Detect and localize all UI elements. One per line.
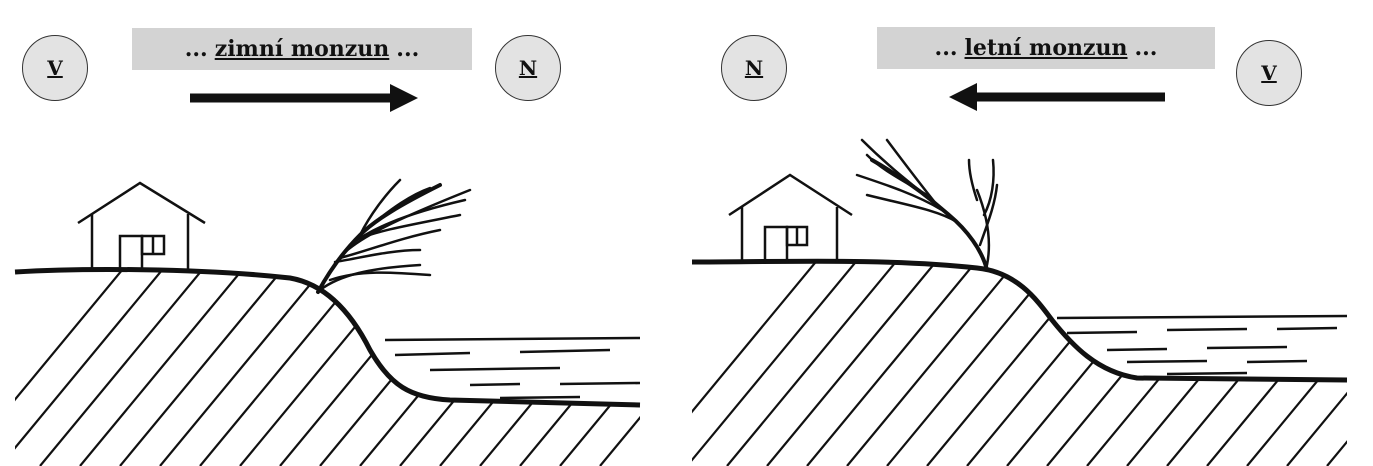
tree-bent-inland xyxy=(857,140,997,270)
coastline xyxy=(15,270,640,405)
banner-dots-before: ... xyxy=(185,36,208,62)
house xyxy=(729,175,852,262)
tree-bent-seaward xyxy=(318,180,470,292)
land-hatching xyxy=(0,200,686,466)
origin-label: V xyxy=(47,56,63,80)
monsoon-banner: ... zimní monzun ... xyxy=(132,28,472,70)
land-hatching xyxy=(687,200,1373,466)
origin-circle: V xyxy=(22,35,88,101)
destination-circle: N xyxy=(721,35,787,101)
destination-circle: N xyxy=(495,35,561,101)
wind-arrow-left xyxy=(949,83,1165,111)
destination-label: N xyxy=(745,56,763,80)
winter-monsoon-panel: V ... zimní monzun ... N xyxy=(0,0,686,466)
banner-dots-after: ... xyxy=(396,36,419,62)
monsoon-banner: ... letní monzun ... xyxy=(877,27,1215,69)
banner-dots-before: ... xyxy=(935,35,958,61)
banner-title: zimní monzun xyxy=(215,36,390,62)
sea-waves xyxy=(385,338,640,398)
banner-title: letní monzun xyxy=(965,35,1128,61)
destination-label: N xyxy=(519,56,537,80)
summer-monsoon-panel: N ... letní monzun ... V xyxy=(687,0,1373,466)
origin-circle: V xyxy=(1236,40,1302,106)
banner-dots-after: ... xyxy=(1134,35,1157,61)
wind-arrow-right xyxy=(190,84,418,112)
origin-label: V xyxy=(1261,61,1277,85)
house xyxy=(78,183,205,270)
